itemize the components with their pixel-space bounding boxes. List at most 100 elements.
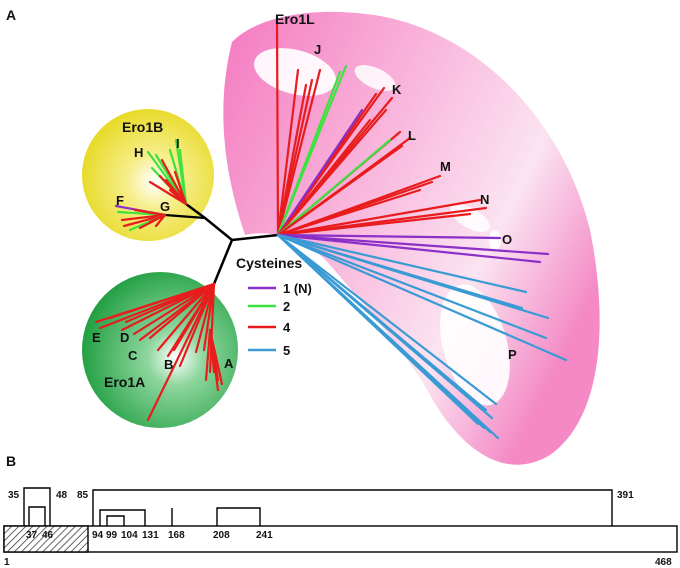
ero1l-branch bbox=[276, 233, 498, 406]
ero1b-branch bbox=[178, 148, 188, 206]
ero1a-label: Ero1A bbox=[104, 374, 145, 390]
clade-label-j: J bbox=[314, 42, 321, 57]
ero1l-branch bbox=[276, 188, 422, 237]
bracket-85-391 bbox=[92, 489, 613, 526]
ero1a-branch bbox=[208, 328, 220, 392]
clade-label-e: E bbox=[92, 330, 101, 345]
ero1l-branch bbox=[276, 68, 322, 237]
ero1a-branch bbox=[208, 282, 216, 374]
ero1a-region bbox=[82, 272, 238, 428]
pos-35: 35 bbox=[8, 490, 20, 501]
pos-104: 104 bbox=[121, 530, 138, 541]
pos-131: 131 bbox=[142, 530, 159, 541]
ero1l-branch bbox=[276, 233, 548, 340]
legend-label-1: 1 (N) bbox=[283, 281, 312, 296]
pos-1: 1 bbox=[4, 557, 10, 568]
tree-backbone bbox=[204, 217, 279, 285]
ero1l-branch bbox=[276, 233, 488, 412]
clade-label-g: G bbox=[160, 199, 170, 214]
disulfide-brackets bbox=[23, 487, 613, 526]
ero1a-branch bbox=[178, 282, 216, 368]
legend-label-2: 2 bbox=[283, 299, 290, 314]
pos-208: 208 bbox=[213, 530, 230, 541]
clade-label-p: P bbox=[508, 347, 517, 362]
ero1b-branch bbox=[173, 170, 188, 206]
ero1a-branch bbox=[108, 282, 216, 320]
ero1l-branch bbox=[276, 233, 528, 294]
pos-48: 48 bbox=[56, 490, 68, 501]
ero1l-branch bbox=[276, 144, 404, 237]
clade-label-i: I bbox=[176, 136, 180, 151]
ero1a-branch bbox=[132, 282, 216, 336]
panel-b-label: B bbox=[6, 453, 16, 469]
ero1l-branch bbox=[276, 233, 542, 264]
ero1l-branches bbox=[275, 20, 568, 440]
pos-37: 37 bbox=[26, 530, 38, 541]
ero1l-branch bbox=[276, 68, 300, 237]
ero1a-branch bbox=[124, 282, 216, 324]
ero1b-branches bbox=[114, 138, 207, 232]
legend: Cysteines 1 (N) 2 4 5 bbox=[236, 255, 312, 358]
ero1l-branch bbox=[276, 108, 388, 237]
clade-label-a: A bbox=[224, 356, 234, 371]
ero1b-branch bbox=[133, 208, 167, 217]
ero1l-highlight bbox=[489, 230, 501, 250]
ero1l-branch bbox=[276, 233, 550, 256]
ero1l-branch bbox=[276, 233, 568, 362]
ero1l-highlight bbox=[354, 65, 396, 91]
pos-94: 94 bbox=[92, 530, 104, 541]
legend-label-5: 5 bbox=[283, 343, 290, 358]
ero1b-branch bbox=[184, 202, 207, 220]
tree-backbone-branch bbox=[231, 233, 279, 242]
pos-468: 468 bbox=[655, 557, 672, 568]
pos-168: 168 bbox=[168, 530, 185, 541]
ero1l-label: Ero1L bbox=[275, 11, 315, 27]
ero1b-branch bbox=[148, 180, 188, 206]
legend-title: Cysteines bbox=[236, 255, 302, 271]
bracket-35-48 bbox=[23, 487, 51, 526]
bracket-37-46 bbox=[28, 506, 46, 526]
panel-a-label: A bbox=[6, 7, 16, 23]
ero1l-branch bbox=[276, 212, 472, 237]
ero1l-branch bbox=[276, 198, 482, 237]
pos-241: 241 bbox=[256, 530, 273, 541]
clade-label-f: F bbox=[116, 193, 124, 208]
protein-bar bbox=[3, 525, 678, 553]
clade-label-o: O bbox=[502, 232, 512, 247]
ero1a-branch bbox=[156, 282, 216, 352]
ero1l-branch bbox=[276, 138, 392, 237]
bracket-99-104 bbox=[106, 515, 125, 526]
ero1a-branches bbox=[94, 282, 224, 422]
pos-99: 99 bbox=[106, 530, 118, 541]
clade-label-h: H bbox=[134, 145, 143, 160]
ero1a-branch bbox=[202, 282, 216, 352]
ero1a-branch bbox=[148, 282, 216, 340]
ero1a-branch bbox=[204, 328, 212, 382]
ero1b-branch bbox=[160, 158, 188, 206]
panel-a: A Ero1L Ero1B Ero1A J K L M N O bbox=[6, 7, 600, 465]
clade-label-n: N bbox=[480, 192, 489, 207]
bracket-94-131 bbox=[99, 509, 146, 526]
signal-region bbox=[3, 525, 89, 553]
pos-46: 46 bbox=[42, 530, 54, 541]
bracket-208-241 bbox=[216, 507, 261, 526]
ero1a-branch bbox=[146, 282, 216, 422]
ero1l-branch bbox=[276, 233, 502, 240]
clade-label-m: M bbox=[440, 159, 451, 174]
tree-backbone-branch bbox=[212, 239, 234, 285]
clade-label-b: B bbox=[164, 357, 173, 372]
tree-backbone-branch bbox=[204, 217, 233, 241]
pos-85: 85 bbox=[77, 490, 89, 501]
legend-label-4: 4 bbox=[283, 320, 291, 335]
clade-label-d: D bbox=[120, 330, 129, 345]
panel-b: B 35 48 85 391 37 46 94 99 104 bbox=[3, 453, 678, 568]
ero1b-branch bbox=[163, 213, 207, 220]
ero1l-branch bbox=[276, 108, 364, 237]
clade-label-k: K bbox=[392, 82, 402, 97]
ero1l-branch bbox=[276, 233, 480, 426]
ero1b-label: Ero1B bbox=[122, 119, 163, 135]
ero1l-branch bbox=[276, 83, 308, 237]
ero1b-region bbox=[82, 109, 214, 241]
ero1a-branch bbox=[194, 282, 216, 354]
ero1l-branch bbox=[276, 70, 342, 237]
